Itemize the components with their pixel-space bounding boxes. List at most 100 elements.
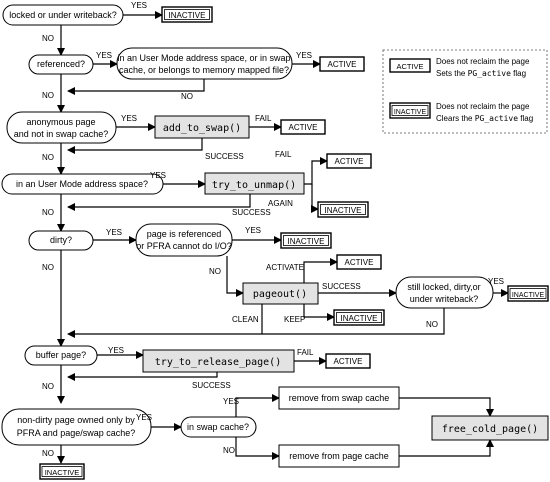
legend-active: ACTIVE Does not reclaim the page Sets th… (389, 57, 530, 78)
svg-text:free_cold_page(): free_cold_page() (442, 424, 538, 435)
decision-locked: locked or under writeback? (2, 4, 124, 26)
decision-anonymous-page: anonymous page and not in swap cache? (6, 111, 117, 144)
svg-text:remove from swap cache: remove from swap cache (289, 393, 390, 403)
svg-text:ACTIVE: ACTIVE (328, 60, 357, 69)
svg-text:non-dirty page owned only by: non-dirty page owned only by (17, 415, 135, 425)
svg-text:referenced?: referenced? (37, 59, 85, 69)
status-inactive-1: INACTIVE (161, 6, 213, 23)
svg-text:Does not reclaim the page: Does not reclaim the page (436, 102, 530, 111)
svg-text:NO: NO (209, 267, 221, 276)
function-try-to-release-page: try_to_release_page() (142, 349, 295, 373)
svg-text:NO: NO (42, 263, 54, 272)
decision-buffer-page: buffer page? (24, 345, 98, 366)
svg-text:NO: NO (42, 153, 54, 162)
status-active-2: ACTIVE (280, 119, 326, 135)
svg-text:SUCCESS: SUCCESS (232, 208, 271, 217)
svg-text:YES: YES (245, 226, 261, 235)
svg-text:NO: NO (223, 446, 235, 455)
svg-text:try_to_release_page(): try_to_release_page() (155, 357, 281, 368)
status-inactive-6: INACTIVE (39, 463, 85, 480)
svg-text:INACTIVE: INACTIVE (512, 292, 545, 299)
decision-in-swap-cache: in swap cache? (180, 416, 257, 438)
svg-text:INACTIVE: INACTIVE (169, 11, 206, 20)
decision-non-dirty: non-dirty page owned only by PFRA and pa… (1, 408, 152, 446)
svg-text:NO: NO (181, 92, 193, 101)
legend: ACTIVE Does not reclaim the page Sets th… (382, 49, 548, 134)
status-active-3: ACTIVE (326, 153, 372, 169)
svg-text:SUCCESS: SUCCESS (322, 282, 361, 291)
svg-text:INACTIVE: INACTIVE (45, 468, 80, 477)
svg-text:NO: NO (42, 449, 54, 458)
svg-text:NO: NO (42, 91, 54, 100)
svg-text:anonymous page: anonymous page (26, 117, 95, 127)
function-free-cold-page: free_cold_page() (431, 415, 549, 441)
svg-text:FAIL: FAIL (275, 150, 292, 159)
function-add-to-swap: add_to_swap() (154, 115, 250, 139)
svg-text:Clears the PG_active flag: Clears the PG_active flag (436, 114, 533, 123)
svg-text:YES: YES (121, 114, 137, 123)
svg-text:ACTIVE: ACTIVE (396, 62, 423, 71)
svg-text:under writeback?: under writeback? (410, 294, 479, 304)
svg-text:and not in swap cache?: and not in swap cache? (14, 129, 109, 139)
svg-text:YES: YES (108, 346, 124, 355)
svg-text:NO: NO (426, 320, 438, 329)
svg-text:YES: YES (131, 1, 147, 10)
svg-text:INACTIVE: INACTIVE (341, 314, 378, 323)
svg-text:INACTIVE: INACTIVE (288, 237, 325, 246)
legend-inactive: INACTIVE Does not reclaim the page Clear… (389, 102, 533, 123)
svg-text:remove from page cache: remove from page cache (289, 451, 389, 461)
svg-text:or PFRA cannot do I/O?: or PFRA cannot do I/O? (136, 241, 232, 251)
action-remove-from-page-cache: remove from page cache (278, 444, 400, 468)
svg-text:YES: YES (296, 51, 312, 60)
status-active-5: ACTIVE (325, 353, 371, 369)
svg-text:in an User Mode address space,: in an User Mode address space, or in swa… (117, 53, 290, 63)
decision-referenced: referenced? (28, 54, 94, 75)
svg-text:Sets the PG_active flag: Sets the PG_active flag (436, 69, 526, 78)
svg-text:YES: YES (96, 51, 112, 60)
svg-text:KEEP: KEEP (284, 315, 305, 324)
action-remove-from-swap-cache: remove from swap cache (278, 386, 400, 410)
status-inactive-2: INACTIVE (317, 201, 369, 218)
decision-usermode-or-swap: in an User Mode address space, or in swa… (116, 47, 293, 80)
svg-text:INACTIVE: INACTIVE (325, 206, 362, 215)
decision-usermode: in an User Mode address space? (1, 173, 164, 195)
svg-text:ACTIVE: ACTIVE (289, 123, 318, 132)
svg-text:SUCCESS: SUCCESS (192, 381, 231, 390)
svg-text:YES: YES (223, 397, 239, 406)
svg-text:still locked, dirty,or: still locked, dirty,or (407, 282, 480, 292)
svg-text:YES: YES (136, 413, 152, 422)
decision-still-locked: still locked, dirty,or under writeback? (395, 276, 494, 309)
svg-text:FAIL: FAIL (255, 114, 272, 123)
svg-text:pageout(): pageout() (253, 289, 307, 300)
svg-text:AGAIN: AGAIN (268, 199, 293, 208)
svg-text:in an User Mode address space?: in an User Mode address space? (16, 179, 148, 189)
svg-text:add_to_swap(): add_to_swap() (163, 123, 241, 134)
svg-text:ACTIVE: ACTIVE (345, 258, 374, 267)
function-try-to-unmap: try_to_unmap() (204, 172, 305, 195)
svg-text:CLEAN: CLEAN (232, 315, 259, 324)
svg-text:buffer page?: buffer page? (36, 350, 86, 360)
svg-text:Does not reclaim the page: Does not reclaim the page (436, 57, 530, 66)
status-inactive-4: INACTIVE (333, 309, 385, 326)
status-inactive-3: INACTIVE (280, 232, 332, 249)
svg-text:ACTIVE: ACTIVE (335, 157, 364, 166)
svg-text:INACTIVE: INACTIVE (394, 109, 427, 116)
svg-text:cache, or belongs to memory ma: cache, or belongs to memory mapped file? (119, 65, 289, 75)
svg-text:try_to_unmap(): try_to_unmap() (212, 180, 296, 191)
svg-text:FAIL: FAIL (297, 348, 314, 357)
svg-text:PFRA and page/swap cache?: PFRA and page/swap cache? (17, 428, 136, 438)
status-inactive-5: INACTIVE (507, 285, 549, 302)
svg-text:ACTIVATE: ACTIVATE (266, 263, 304, 272)
svg-text:page is referenced: page is referenced (147, 229, 222, 239)
svg-text:YES: YES (150, 171, 166, 180)
edge-labels: YES NO YES YES NO NO YES FAIL SUCCESS NO… (42, 1, 504, 458)
svg-text:locked or under writeback?: locked or under writeback? (9, 10, 117, 20)
svg-text:NO: NO (42, 382, 54, 391)
connectors (57, 11, 509, 464)
svg-text:ACTIVE: ACTIVE (334, 357, 363, 366)
status-active-4: ACTIVE (336, 254, 382, 270)
svg-text:in swap cache?: in swap cache? (187, 422, 249, 432)
function-pageout: pageout() (242, 282, 319, 305)
decision-page-referenced: page is referenced or PFRA cannot do I/O… (135, 223, 233, 257)
